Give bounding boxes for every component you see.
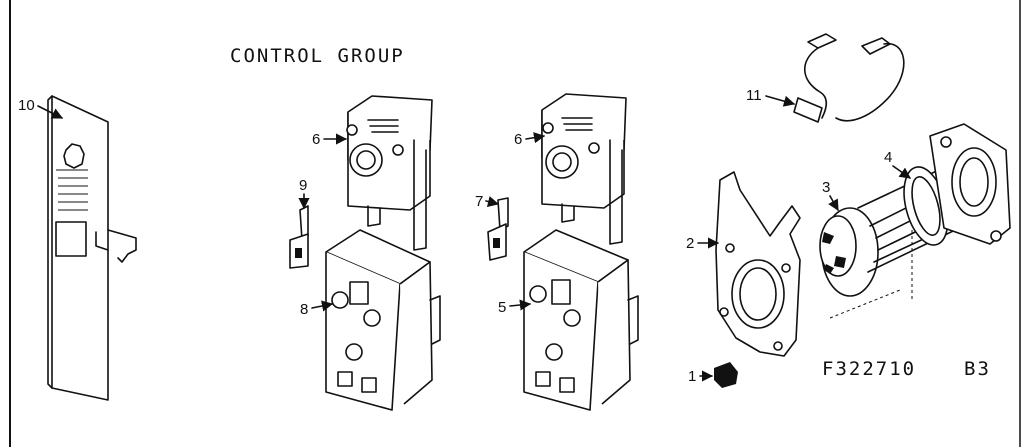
- callout-7-label: 7: [475, 193, 483, 210]
- callout-3-label: 3: [822, 179, 830, 196]
- callout-7-leader: [485, 196, 500, 207]
- callout-2-label: 2: [686, 235, 694, 252]
- callout-9-label: 9: [299, 177, 307, 194]
- callout-4-leader: [892, 165, 911, 179]
- part-5-lower-thermostat: [523, 229, 639, 411]
- callout-11-label: 11: [746, 87, 762, 104]
- sheet-code: B3: [964, 358, 991, 380]
- callout-10-label: 10: [18, 97, 35, 114]
- callout-6b-leader: [525, 132, 546, 144]
- callout-8-label: 8: [300, 301, 308, 318]
- part-7-jumper-strap: [487, 197, 509, 261]
- callout-5-label: 5: [498, 299, 506, 316]
- tank-flange: [829, 123, 1011, 319]
- callout-10-leader: [37, 105, 64, 119]
- figure-code: F322710: [822, 358, 916, 380]
- callout-6a-label: 6: [312, 131, 320, 148]
- callout-8-leader: [311, 300, 334, 312]
- callout-3-leader: [828, 195, 839, 211]
- callout-11-leader: [765, 95, 796, 107]
- part-9-jumper-strap: [289, 205, 309, 269]
- part-3-heating-element: [819, 159, 991, 297]
- callout-4-label: 4: [884, 149, 892, 166]
- part-1-screw: [714, 362, 738, 388]
- diagram-title: CONTROL GROUP: [230, 45, 405, 67]
- part-6-upper-thermostat-left: [346, 95, 433, 251]
- part-10-cover-plate: [47, 95, 137, 401]
- callout-1-label: 1: [688, 368, 696, 385]
- part-8-lower-thermostat: [325, 229, 441, 411]
- part-6-upper-thermostat-right: [541, 93, 627, 245]
- part-2-mounting-bracket: [715, 171, 801, 357]
- callout-6b-label: 6: [514, 131, 522, 148]
- callout-5-leader: [509, 299, 532, 311]
- part-11-wire-lead: [793, 33, 905, 123]
